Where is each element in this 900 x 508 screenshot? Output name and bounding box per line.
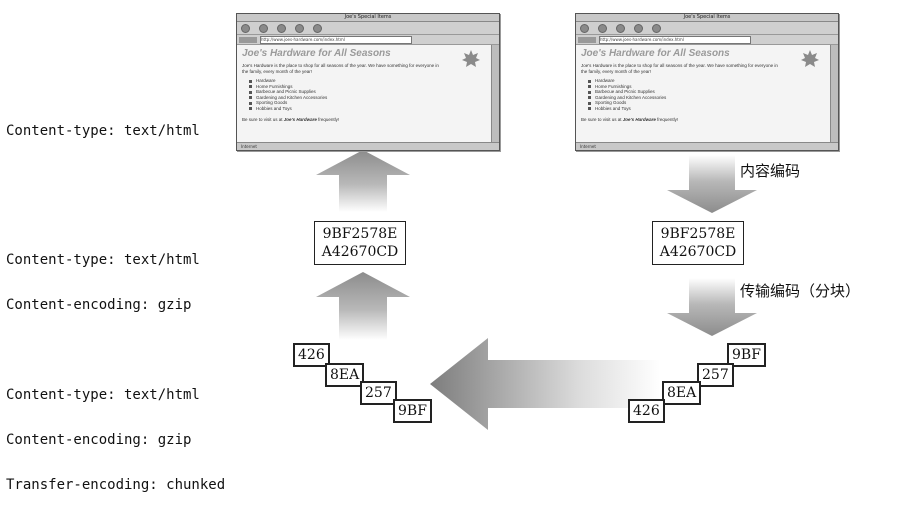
chunk-box: 8EA [662, 381, 702, 405]
list-item[interactable]: Barbecue and Picnic Supplies [249, 89, 486, 95]
footer-prefix: Be sure to visit us at [581, 116, 623, 122]
url-field[interactable]: http://www.joes-hardware.com/index.html [260, 35, 412, 44]
refresh-icon[interactable] [634, 23, 643, 33]
footer-brand[interactable]: Joe's Hardware [283, 116, 317, 122]
label-content-encoding: Content-type: text/html Content-encoding… [6, 223, 200, 328]
home-icon[interactable] [313, 23, 322, 33]
browser-toolbar [576, 22, 838, 35]
header-line: Content-type: text/html [6, 387, 200, 403]
footer-suffix: frequently! [316, 116, 340, 122]
encoded-line: 9BF2578E [660, 226, 736, 242]
refresh-icon[interactable] [295, 23, 304, 33]
page-headline: Joe's Hardware for All Seasons [242, 48, 391, 59]
list-item[interactable]: Hobbies and Toys [249, 106, 486, 112]
status-bar: Internet [576, 142, 838, 150]
url-field[interactable]: http://www.joes-hardware.com/index.html [599, 35, 751, 44]
list-item[interactable]: Hardware [249, 78, 486, 84]
transfer-encoding-annotation: 传输编码（分块） [740, 282, 861, 300]
label-content-type-only: Content-type: text/html [6, 94, 200, 154]
list-item[interactable]: Sporting Goods [588, 100, 825, 106]
status-bar: Internet [237, 142, 499, 150]
stop-icon[interactable] [277, 23, 286, 33]
list-item[interactable]: Home Furnishings [588, 84, 825, 90]
up-arrow-icon [316, 272, 410, 340]
address-label [239, 36, 257, 43]
browser-title: Joe's Special Items [237, 14, 499, 22]
browser-window-right: Joe's Special Items http://www.joes-hard… [575, 13, 839, 151]
address-bar: http://www.joes-hardware.com/index.html [237, 35, 499, 45]
chunk-box: 8EA [325, 363, 365, 387]
footer-prefix: Be sure to visit us at [242, 116, 284, 122]
maple-leaf-icon [801, 50, 819, 67]
browser-window-left: Joe's Special Items http://www.joes-hard… [236, 13, 500, 151]
page-intro: Joe's Hardware is the place to shop for … [581, 63, 778, 74]
page-headline: Joe's Hardware for All Seasons [581, 48, 730, 59]
list-item[interactable]: Gardening and Kitchen Accessories [588, 95, 825, 101]
maple-leaf-icon [462, 50, 480, 67]
page-footer: Be sure to visit us at Joe's Hardware fr… [242, 117, 486, 123]
header-line: Content-type: text/html [6, 123, 200, 139]
down-arrow-icon [667, 155, 757, 213]
content-encoding-annotation: 内容编码 [740, 162, 801, 180]
down-arrow-icon [667, 278, 757, 336]
browser-page: Joe's Hardware for All Seasons Joe's Har… [237, 45, 491, 142]
chunk-box: 426 [293, 343, 330, 367]
list-item[interactable]: Gardening and Kitchen Accessories [249, 95, 486, 101]
scrollbar[interactable] [491, 45, 499, 142]
chunk-box: 257 [697, 363, 734, 387]
footer-brand[interactable]: Joe's Hardware [622, 116, 656, 122]
chunk-box: 9BF [727, 343, 766, 367]
header-line: Content-type: text/html [6, 252, 200, 268]
browser-toolbar [237, 22, 499, 35]
encoded-line: 9BF2578E [322, 226, 398, 242]
browser-title: Joe's Special Items [576, 14, 838, 22]
back-icon[interactable] [241, 23, 250, 33]
address-bar: http://www.joes-hardware.com/index.html [576, 35, 838, 45]
forward-icon[interactable] [259, 23, 268, 33]
encoded-line: A42670CD [659, 244, 737, 260]
list-item[interactable]: Hardware [588, 78, 825, 84]
forward-icon[interactable] [598, 23, 607, 33]
browser-page: Joe's Hardware for All Seasons Joe's Har… [576, 45, 830, 142]
arrows-layer [316, 150, 757, 430]
chunk-box: 426 [628, 399, 665, 423]
home-icon[interactable] [652, 23, 661, 33]
chunk-box: 9BF [393, 399, 432, 423]
encoded-line: A42670CD [321, 244, 399, 260]
category-list: Hardware Home Furnishings Barbecue and P… [242, 78, 486, 112]
scrollbar[interactable] [830, 45, 838, 142]
list-item[interactable]: Sporting Goods [249, 100, 486, 106]
header-line: Content-encoding: gzip [6, 297, 192, 313]
gzip-encoded-box-left: 9BF2578E A42670CD [314, 221, 406, 265]
page-intro: Joe's Hardware is the place to shop for … [242, 63, 439, 74]
back-icon[interactable] [580, 23, 589, 33]
page-footer: Be sure to visit us at Joe's Hardware fr… [581, 117, 825, 123]
address-label [578, 36, 596, 43]
category-list: Hardware Home Furnishings Barbecue and P… [581, 78, 825, 112]
list-item[interactable]: Barbecue and Picnic Supplies [588, 89, 825, 95]
header-line: Transfer-encoding: chunked [6, 477, 226, 493]
up-arrow-icon [316, 150, 410, 212]
list-item[interactable]: Home Furnishings [249, 84, 486, 90]
stop-icon[interactable] [616, 23, 625, 33]
chunk-box: 257 [360, 381, 397, 405]
footer-suffix: frequently! [655, 116, 679, 122]
left-arrow-icon [430, 338, 660, 430]
gzip-encoded-box-right: 9BF2578E A42670CD [652, 221, 744, 265]
list-item[interactable]: Hobbies and Toys [588, 106, 825, 112]
